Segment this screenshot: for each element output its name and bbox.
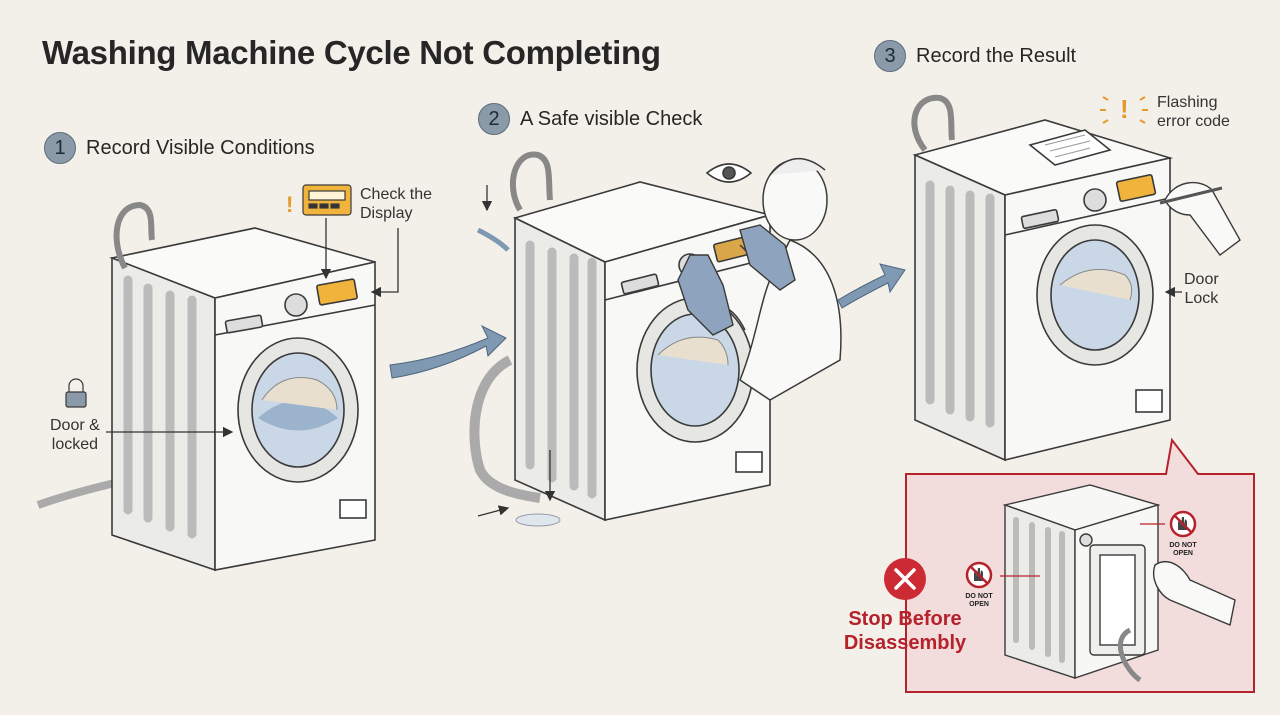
- check-display-line2: Display: [360, 205, 413, 222]
- door-locked-line2: locked: [51, 436, 99, 453]
- lock-icon: [65, 378, 87, 408]
- do-not-open-left-line2: OPEN: [969, 601, 989, 608]
- washing-machine-2: [469, 151, 774, 527]
- step-label-1: Record Visible Conditions: [86, 136, 315, 159]
- warning-title: Stop Before Disassembly: [840, 607, 970, 655]
- flow-arrow-1: [389, 324, 507, 379]
- do-not-open-right: DO NOT OPEN: [1166, 542, 1200, 558]
- no-hand-icon-right: [1169, 510, 1197, 538]
- warning-title-line1: Stop Before: [848, 608, 962, 630]
- page-title: Washing Machine Cycle Not Completing: [42, 34, 661, 71]
- flashing-error-label: Flashing error code: [1157, 93, 1230, 131]
- door-lock-line1: Door: [1184, 271, 1219, 288]
- flashing-line1: Flashing: [1157, 94, 1218, 111]
- display-icon: !: [286, 184, 352, 217]
- no-hand-icon-left: [965, 561, 993, 589]
- warning-title-line2: Disassembly: [843, 632, 967, 654]
- door-lock-line2: Lock: [1184, 290, 1219, 307]
- check-display-line1: Check the: [360, 186, 433, 203]
- do-not-open-right-line2: OPEN: [1173, 550, 1193, 557]
- step-label-2: A Safe visible Check: [520, 107, 703, 130]
- eye-icon: [705, 163, 753, 183]
- warning-panel: [884, 437, 1255, 693]
- svg-text:!: !: [286, 192, 293, 217]
- flow-arrow-2: [837, 263, 906, 309]
- washing-machine-1: [36, 201, 376, 572]
- door-locked-label: Door & locked: [50, 416, 100, 454]
- door-lock-label: Door Lock: [1184, 270, 1219, 308]
- person-figure: [699, 157, 842, 401]
- step-number-2: 2: [478, 103, 510, 135]
- do-not-open-left-line1: DO NOT: [965, 593, 993, 600]
- check-display-label: Check the Display: [360, 185, 432, 223]
- step-3-header: 3 Record the Result: [874, 40, 1076, 72]
- step-2-header: 2 A Safe visible Check: [478, 103, 702, 135]
- svg-text:!: !: [1120, 94, 1129, 124]
- hand-with-pen: [1159, 181, 1241, 256]
- step-number-3: 3: [874, 40, 906, 72]
- door-locked-line1: Door &: [50, 417, 100, 434]
- do-not-open-right-line1: DO NOT: [1169, 542, 1197, 549]
- glove-icon: [677, 224, 796, 336]
- flashing-line2: error code: [1157, 113, 1230, 130]
- step-number-1: 1: [44, 132, 76, 164]
- do-not-open-left: DO NOT OPEN: [962, 593, 996, 609]
- step-label-3: Record the Result: [916, 44, 1077, 67]
- washing-machine-3: [911, 94, 1174, 462]
- step-1-header: 1 Record Visible Conditions: [44, 132, 315, 164]
- x-circle-icon: [884, 558, 926, 600]
- flashing-icon: !: [1100, 94, 1148, 124]
